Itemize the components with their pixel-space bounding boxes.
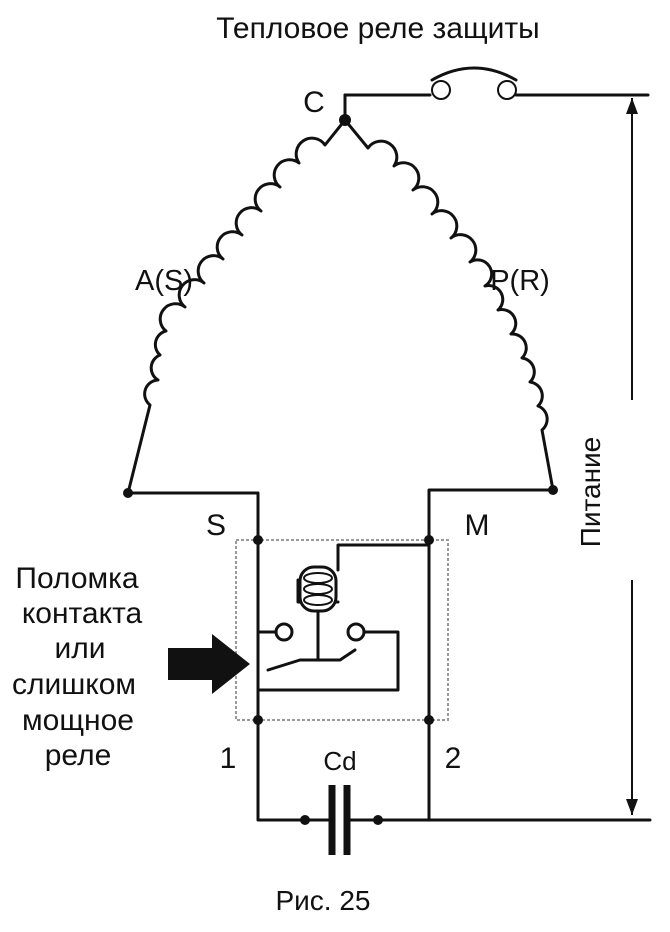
- node-label-s: S: [206, 509, 226, 542]
- figure-caption: Рис. 25: [275, 885, 370, 916]
- capacitor-cd-symbol: [256, 718, 431, 855]
- capacitor-label: Cd: [323, 746, 356, 776]
- winding-p-label: P(R): [490, 265, 550, 297]
- diagram-title: Тепловое реле защиты: [216, 12, 539, 45]
- node-label-c: C: [303, 86, 325, 119]
- failure-note-line-2: контакта: [22, 597, 143, 630]
- terminal-label-2: 2: [445, 742, 462, 775]
- failure-arrow-icon: [168, 634, 250, 694]
- winding-p-coil: [343, 118, 555, 492]
- failure-note-line-1: Поломка: [15, 562, 139, 595]
- relay-coil-symbol: [298, 565, 338, 613]
- supply-label: Питание: [575, 437, 606, 548]
- node-label-m: M: [465, 509, 490, 542]
- failure-note-line-3: или: [54, 632, 105, 665]
- failure-note-line-5: мощное: [22, 704, 134, 737]
- winding-connection-wires: [126, 488, 555, 542]
- relay-contact-left: [274, 622, 294, 642]
- supply-dimension: [617, 98, 647, 815]
- failure-note-line-6: реле: [45, 739, 112, 772]
- terminal-label-1: 1: [220, 742, 237, 775]
- failure-note: Поломка контакта или слишком мощное реле: [12, 562, 143, 772]
- winding-a-label: A(S): [135, 265, 193, 297]
- start-relay-wiring: [253, 535, 434, 725]
- start-relay-box: [235, 539, 449, 721]
- winding-a-coil: [126, 118, 347, 495]
- relay-contact-right: [346, 622, 366, 642]
- thermal-relay-symbol: [343, 66, 650, 100]
- failure-note-line-4: слишком: [12, 668, 136, 701]
